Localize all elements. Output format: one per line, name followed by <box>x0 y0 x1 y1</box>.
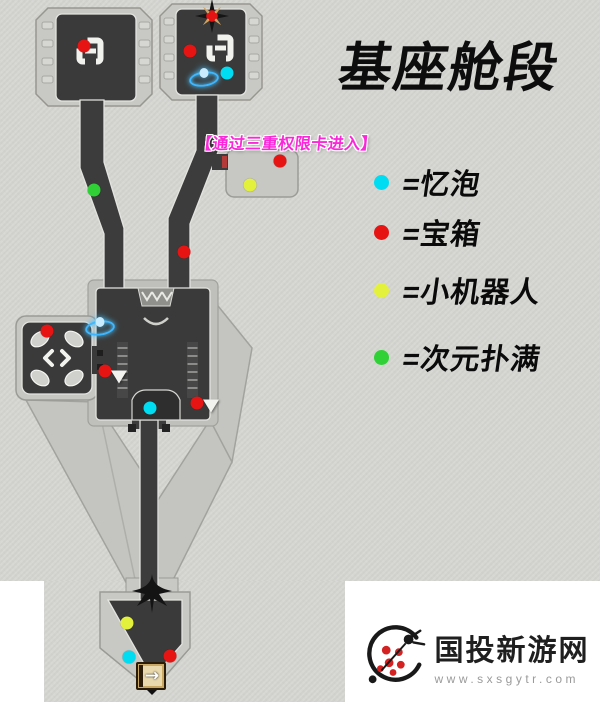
legend-item-chest: =宝箱 <box>374 211 483 253</box>
legend-label: =忆泡 <box>400 169 483 201</box>
marker-coin <box>87 183 101 197</box>
marker-enemy <box>89 315 111 337</box>
legend-label: =小机器人 <box>400 277 543 309</box>
spear-ornament <box>132 574 172 613</box>
background-photo-strip <box>44 581 345 702</box>
puzzle-tiles <box>30 330 84 387</box>
marker-anchor <box>205 33 234 62</box>
legend-item-coin: =次元扑满 <box>374 336 543 378</box>
marker-chest <box>40 324 54 338</box>
side-room-door <box>222 156 227 168</box>
legend-dot-bubble <box>374 174 389 190</box>
legend-label: =次元扑满 <box>400 344 543 376</box>
legend-item-bubble: =忆泡 <box>374 161 483 203</box>
legend-dot-robot <box>374 282 389 298</box>
marker-robot <box>243 178 257 192</box>
watermark-site-name: 国投新游网 <box>434 634 590 667</box>
ladybug-logo-icon <box>367 625 426 684</box>
puzzle-center-icon <box>43 349 71 367</box>
marker-chest <box>77 39 91 53</box>
marker-exit <box>136 662 166 690</box>
legend-item-robot: =小机器人 <box>374 269 543 311</box>
marker-chest <box>273 154 287 168</box>
watermark: 国投新游网 www.sxsgytr.com <box>352 610 598 702</box>
marker-bubble <box>220 66 234 80</box>
marker-chest <box>163 649 177 663</box>
marker-boss <box>195 0 229 33</box>
marker-bubble <box>122 650 136 664</box>
entry-annotation: 【通过三重权限卡进入】 <box>194 136 379 153</box>
legend-dot-coin <box>374 349 389 365</box>
marker-enemy <box>193 66 215 88</box>
marker-chest <box>183 44 197 58</box>
legend-dot-chest <box>374 224 389 240</box>
marker-robot <box>120 616 134 630</box>
marker-chest <box>177 245 191 259</box>
legend: =忆泡 =宝箱 =小机器人 =次元扑满 <box>374 0 594 420</box>
marker-chest <box>98 364 112 378</box>
marker-bubble <box>143 401 157 415</box>
marker-arrow <box>111 370 127 384</box>
marker-arrow <box>203 399 219 413</box>
marker-chest <box>190 396 204 410</box>
watermark-site-url: www.sxsgytr.com <box>434 671 579 686</box>
legend-label: =宝箱 <box>400 219 483 251</box>
